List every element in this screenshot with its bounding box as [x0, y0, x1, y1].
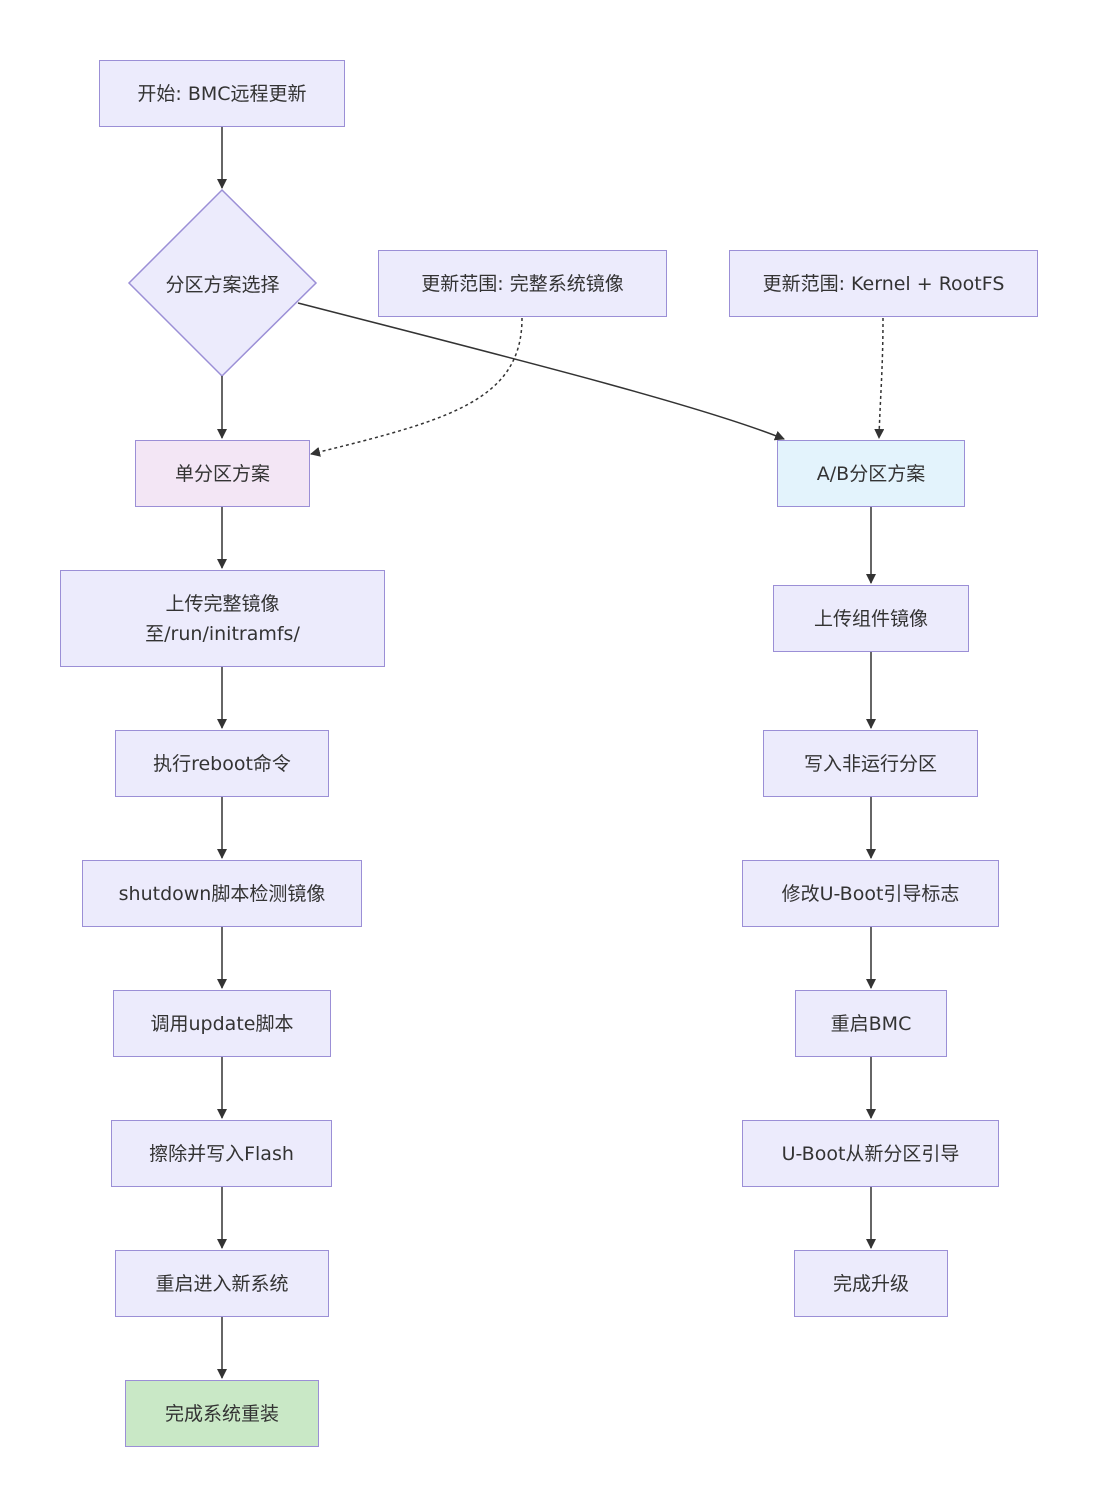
- upload-full-image-line2: 至/run/initramfs/: [145, 622, 300, 645]
- reboot-new-system-node: 重启进入新系统: [115, 1250, 329, 1317]
- restart-bmc-node: 重启BMC: [795, 990, 947, 1057]
- edge-scope-partial-ab: [874, 317, 885, 439]
- edge-decision-ab: [297, 302, 785, 441]
- write-inactive-partition-node: 写入非运行分区: [763, 730, 978, 797]
- modify-uboot-flag-node: 修改U-Boot引导标志: [742, 860, 999, 927]
- call-update-node: 调用update脚本: [113, 990, 331, 1057]
- reboot-command-node: 执行reboot命令: [115, 730, 329, 797]
- upgrade-complete-node: 完成升级: [794, 1250, 948, 1317]
- single-partition-node: 单分区方案: [135, 440, 310, 507]
- scope-partial-node: 更新范围: Kernel + RootFS: [729, 250, 1038, 317]
- shutdown-detect-node: shutdown脚本检测镜像: [82, 860, 362, 927]
- start-node: 开始: BMC远程更新: [99, 60, 345, 127]
- decision-label: 分区方案选择: [165, 273, 280, 296]
- uboot-boot-new-partition-node: U-Boot从新分区引导: [742, 1120, 999, 1187]
- scope-full-node: 更新范围: 完整系统镜像: [378, 250, 667, 317]
- upload-full-image-node: 上传完整镜像 至/run/initramfs/: [60, 570, 385, 667]
- ab-partition-node: A/B分区方案: [777, 440, 965, 507]
- upload-component-image-node: 上传组件镜像: [773, 585, 969, 652]
- upload-full-image-line1: 上传完整镜像: [165, 592, 280, 615]
- reinstall-complete-node: 完成系统重装: [125, 1380, 319, 1447]
- erase-write-flash-node: 擦除并写入Flash: [111, 1120, 332, 1187]
- edge-scope-full-single: [310, 317, 523, 457]
